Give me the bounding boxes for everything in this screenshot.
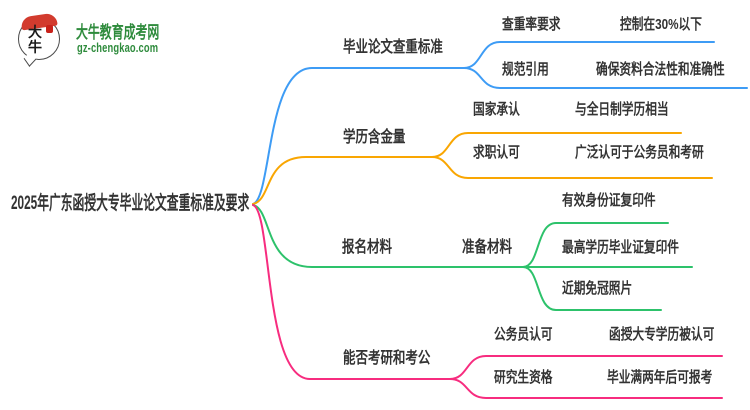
leaf-label-citation: 规范引用 bbox=[502, 61, 549, 78]
branch-lines-pink bbox=[252, 204, 723, 399]
branch-label-enroll-materials: 报名材料 bbox=[342, 239, 392, 256]
logo-characters: 大牛 bbox=[28, 24, 42, 55]
branch-label-thesis-check-standard: 毕业论文查重标准 bbox=[343, 39, 443, 56]
leaf-value-check-rate: 控制在30%以下 bbox=[620, 16, 702, 33]
leaf-label-photo: 近期免冠照片 bbox=[562, 280, 633, 297]
leaf-label-check-rate: 查重率要求 bbox=[502, 16, 561, 33]
branch-lines-blue bbox=[252, 41, 748, 205]
root-node: 2025年广东函授大专毕业论文查重标准及要求 bbox=[11, 193, 250, 214]
leaf-label-job-recognized: 求职认可 bbox=[473, 144, 520, 161]
leaf-label-id-copy: 有效身份证复印件 bbox=[562, 192, 656, 209]
site-url: gz-chengkao.com bbox=[77, 40, 159, 55]
leaf-value-job-recognized: 广泛认可于公务员和考研 bbox=[575, 144, 704, 161]
branch-label-degree-value: 学历含金量 bbox=[343, 129, 406, 146]
leaf-value-citation: 确保资料合法性和准确性 bbox=[596, 61, 725, 78]
branch-lines-orange bbox=[252, 132, 713, 205]
node-label-prepare-materials: 准备材料 bbox=[462, 239, 512, 256]
site-name: 大牛教育成考网 bbox=[76, 23, 160, 42]
branch-lines-green bbox=[252, 204, 693, 311]
leaf-value-civil-servant: 函授大专学历被认可 bbox=[609, 326, 715, 343]
leaf-value-state-recognized: 与全日制学历相当 bbox=[575, 101, 669, 118]
branch-label-exam-eligibility: 能否考研和考公 bbox=[343, 350, 431, 367]
logo-seal-icon bbox=[46, 25, 53, 33]
leaf-label-postgraduate: 研究生资格 bbox=[494, 369, 553, 386]
site-logo: 大牛 大牛教育成考网 gz-chengkao.com bbox=[18, 12, 278, 67]
site-logo-icon: 大牛 bbox=[18, 12, 60, 67]
leaf-label-civil-servant: 公务员认可 bbox=[494, 326, 553, 343]
leaf-label-state-recognized: 国家承认 bbox=[473, 101, 520, 118]
leaf-value-postgraduate: 毕业满两年后可报考 bbox=[607, 369, 713, 386]
leaf-label-diploma-copy: 最高学历毕业证复印件 bbox=[562, 239, 680, 256]
